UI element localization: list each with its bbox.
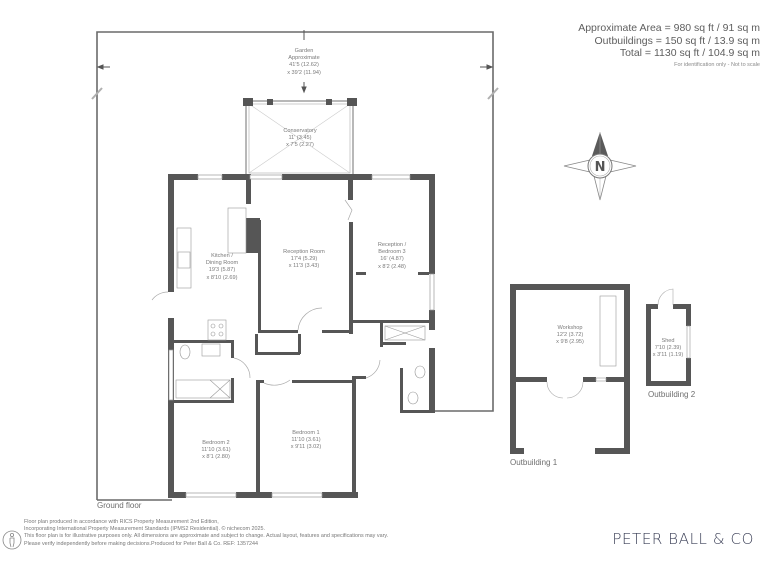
- outbuilding-2-walls: [646, 304, 691, 386]
- outbuildings-area: Outbuildings = 150 sq ft / 13.9 sq m: [594, 34, 760, 47]
- windows: [168, 174, 435, 498]
- person-accessibility-icon: [2, 530, 22, 550]
- garden-boundary: [96, 31, 494, 501]
- room-label-reception-bedroom3: Reception / Bedroom 3 16' (4.87) x 8'2 (…: [377, 242, 407, 270]
- doors: [151, 199, 381, 386]
- fixtures: [175, 207, 617, 405]
- brand-logo: PETER BALL & CO: [612, 530, 754, 548]
- room-label-reception: Reception Room 17'4 (5.29) x 11'3 (3.43): [283, 249, 325, 270]
- section-label-outbuilding2: Outbuilding 2: [648, 390, 696, 399]
- house-walls: [168, 174, 435, 498]
- north-compass-icon: N: [563, 132, 637, 201]
- approximate-area: Approximate Area = 980 sq ft / 91 sq m: [578, 22, 760, 34]
- area-summary: Approximate Area = 980 sq ft / 91 sq m O…: [578, 22, 760, 70]
- scale-note: For identification only - Not to scale: [674, 61, 760, 68]
- section-label-ground-floor: Ground floor: [97, 501, 142, 510]
- section-label-outbuilding1: Outbuilding 1: [510, 458, 558, 467]
- outbuilding-1-walls: [510, 284, 630, 454]
- room-label-shed: Shed 7'10 (2.39) x 3'11 (1.19): [652, 338, 684, 359]
- room-label-conservatory: Conservatory 11' (3.45) x 7'5 (2.27): [283, 128, 317, 149]
- svg-text:N: N: [595, 160, 606, 175]
- conservatory-structure: [243, 98, 357, 177]
- room-label-bedroom2: Bedroom 2 11'10 (3.61) x 8'1 (2.80): [201, 440, 231, 461]
- room-label-kitchen: Kitchen / Dining Room 19'3 (5.87) x 8'10…: [205, 253, 239, 281]
- footer-disclaimer: Floor plan produced in accordance with R…: [24, 519, 389, 547]
- room-label-garden: Garden Approximate 41'5 (12.62) x 39'2 (…: [287, 48, 321, 76]
- room-label-workshop: Workshop 12'2 (3.72) x 9'8 (2.95): [556, 325, 584, 346]
- total-area: Total = 1130 sq ft / 104.9 sq m: [619, 47, 760, 59]
- room-label-bedroom1: Bedroom 1 11'10 (3.61) x 9'11 (3.02): [290, 430, 322, 451]
